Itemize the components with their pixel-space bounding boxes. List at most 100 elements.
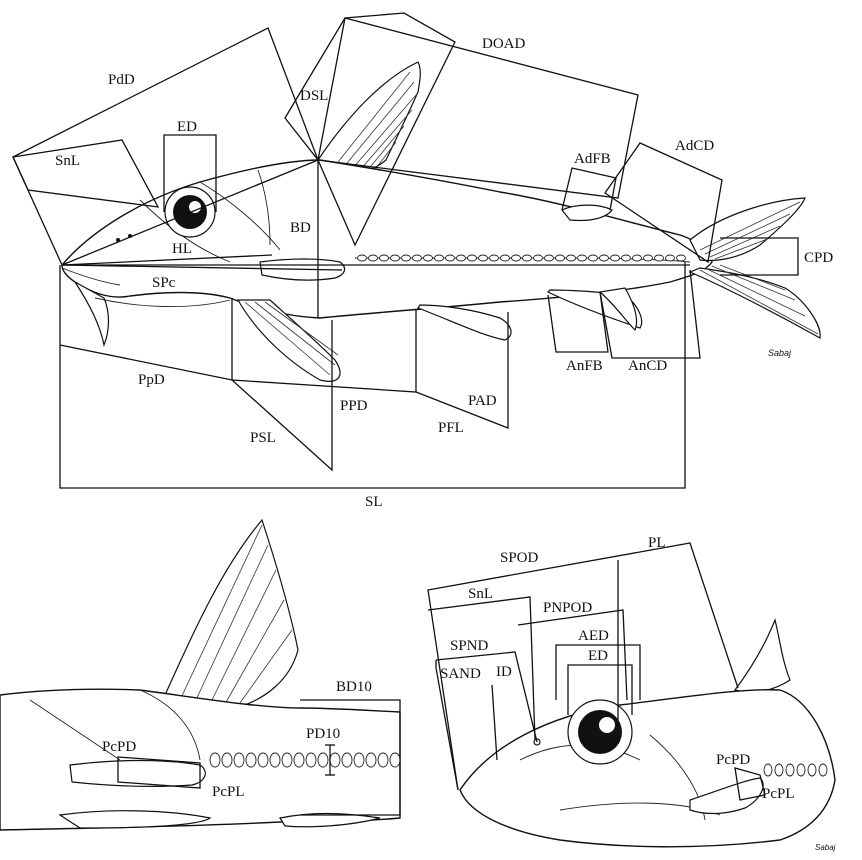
label-br-PcPL: PcPL bbox=[762, 786, 795, 802]
label-BD: BD bbox=[290, 220, 311, 236]
label-AdFB: AdFB bbox=[574, 151, 611, 167]
scute bbox=[500, 254, 510, 262]
br-SnL-box bbox=[427, 596, 536, 741]
bottom-right-measurement bbox=[427, 542, 766, 801]
scute bbox=[456, 254, 466, 262]
label-PpD: PpD bbox=[138, 372, 165, 388]
scute bbox=[412, 254, 422, 262]
AdCD-box bbox=[604, 142, 723, 264]
bl-dorsal-fin bbox=[164, 518, 299, 711]
caudal-fin-upper bbox=[689, 197, 806, 262]
scute bbox=[632, 254, 642, 262]
label-SL: SL bbox=[365, 494, 383, 510]
SPc-line bbox=[61, 264, 343, 271]
label-SPND: SPND bbox=[450, 638, 489, 654]
scute bbox=[317, 752, 329, 768]
label-PPD: PPD bbox=[340, 398, 368, 414]
scute bbox=[357, 254, 367, 262]
scute bbox=[785, 763, 795, 777]
label-br-PcPD: PcPD bbox=[716, 752, 750, 768]
scute bbox=[401, 254, 411, 262]
scute bbox=[665, 254, 675, 262]
scute bbox=[221, 752, 233, 768]
label-BD10: BD10 bbox=[336, 679, 372, 695]
PFL-line bbox=[415, 312, 509, 429]
ED-box bbox=[163, 134, 217, 212]
label-bl-PcPL: PcPL bbox=[212, 784, 245, 800]
label-bl-PcPD: PcPD bbox=[102, 739, 136, 755]
scute bbox=[377, 752, 389, 768]
scute bbox=[445, 254, 455, 262]
scute bbox=[329, 752, 341, 768]
label-br-SnL: SnL bbox=[468, 586, 493, 602]
label-PAD: PAD bbox=[468, 393, 497, 409]
fish-body bbox=[61, 159, 713, 319]
signature-br: Sabaj bbox=[815, 843, 836, 852]
label-PNPOD: PNPOD bbox=[543, 600, 592, 616]
HL-line bbox=[61, 254, 273, 266]
bl-pectoral-spine bbox=[69, 759, 206, 788]
SPOD-box bbox=[427, 542, 739, 791]
label-AED: AED bbox=[578, 628, 609, 644]
scute bbox=[610, 254, 620, 262]
br-ED-box bbox=[567, 664, 633, 715]
scute bbox=[489, 254, 499, 262]
label-DSL: DSL bbox=[300, 88, 328, 104]
scute bbox=[390, 254, 400, 262]
scute bbox=[293, 752, 305, 768]
scute bbox=[353, 752, 365, 768]
scute bbox=[588, 254, 598, 262]
PSL-line bbox=[231, 320, 333, 472]
label-SPOD: SPOD bbox=[500, 550, 539, 566]
BD10-box bbox=[300, 699, 401, 816]
label-SnL: SnL bbox=[55, 153, 80, 169]
scute bbox=[368, 254, 378, 262]
label-PFL: PFL bbox=[438, 420, 464, 436]
scute bbox=[544, 254, 554, 262]
AdFB-box bbox=[561, 167, 617, 211]
scute bbox=[257, 752, 269, 768]
anal-fin-lobe bbox=[598, 287, 638, 332]
AnCD-box bbox=[599, 269, 701, 359]
label-PL: PL bbox=[648, 535, 666, 551]
pelvic-fin bbox=[236, 299, 341, 382]
PNPOD-box bbox=[517, 609, 628, 701]
scute bbox=[522, 254, 532, 262]
scute bbox=[566, 254, 576, 262]
scute bbox=[467, 254, 477, 262]
scute bbox=[305, 752, 317, 768]
label-PSL: PSL bbox=[250, 430, 276, 446]
scute bbox=[341, 752, 353, 768]
SAND-box bbox=[435, 660, 459, 791]
PpD-box bbox=[59, 298, 233, 381]
lateral-scutes bbox=[354, 254, 691, 263]
scute bbox=[654, 254, 664, 262]
AED-box bbox=[555, 644, 641, 700]
scute bbox=[796, 763, 806, 777]
DOAD-box bbox=[317, 17, 639, 199]
scute bbox=[599, 254, 609, 262]
scute bbox=[423, 254, 433, 262]
bl-scutes bbox=[209, 752, 401, 768]
br-scutes bbox=[763, 763, 828, 777]
label-SAND: SAND bbox=[440, 666, 481, 682]
AnFB-box bbox=[547, 291, 609, 353]
scute bbox=[478, 254, 488, 262]
br-PcPD-box bbox=[734, 767, 766, 801]
scute bbox=[245, 752, 257, 768]
bottom-left-measurement bbox=[117, 699, 401, 816]
scute bbox=[389, 752, 401, 768]
bottom-right-drawing bbox=[459, 618, 836, 848]
bottom-left-drawing bbox=[0, 518, 401, 831]
barbel bbox=[74, 281, 110, 348]
scute bbox=[379, 254, 389, 262]
scute bbox=[818, 763, 828, 777]
CPD-box bbox=[720, 237, 799, 276]
br-dorsal-fin bbox=[733, 618, 791, 693]
scute bbox=[555, 254, 565, 262]
scute bbox=[269, 752, 281, 768]
signature-main: Sabaj bbox=[768, 348, 792, 358]
label-PdD: PdD bbox=[108, 72, 135, 88]
label-AnCD: AnCD bbox=[628, 358, 667, 374]
label-CPD: CPD bbox=[804, 250, 833, 266]
